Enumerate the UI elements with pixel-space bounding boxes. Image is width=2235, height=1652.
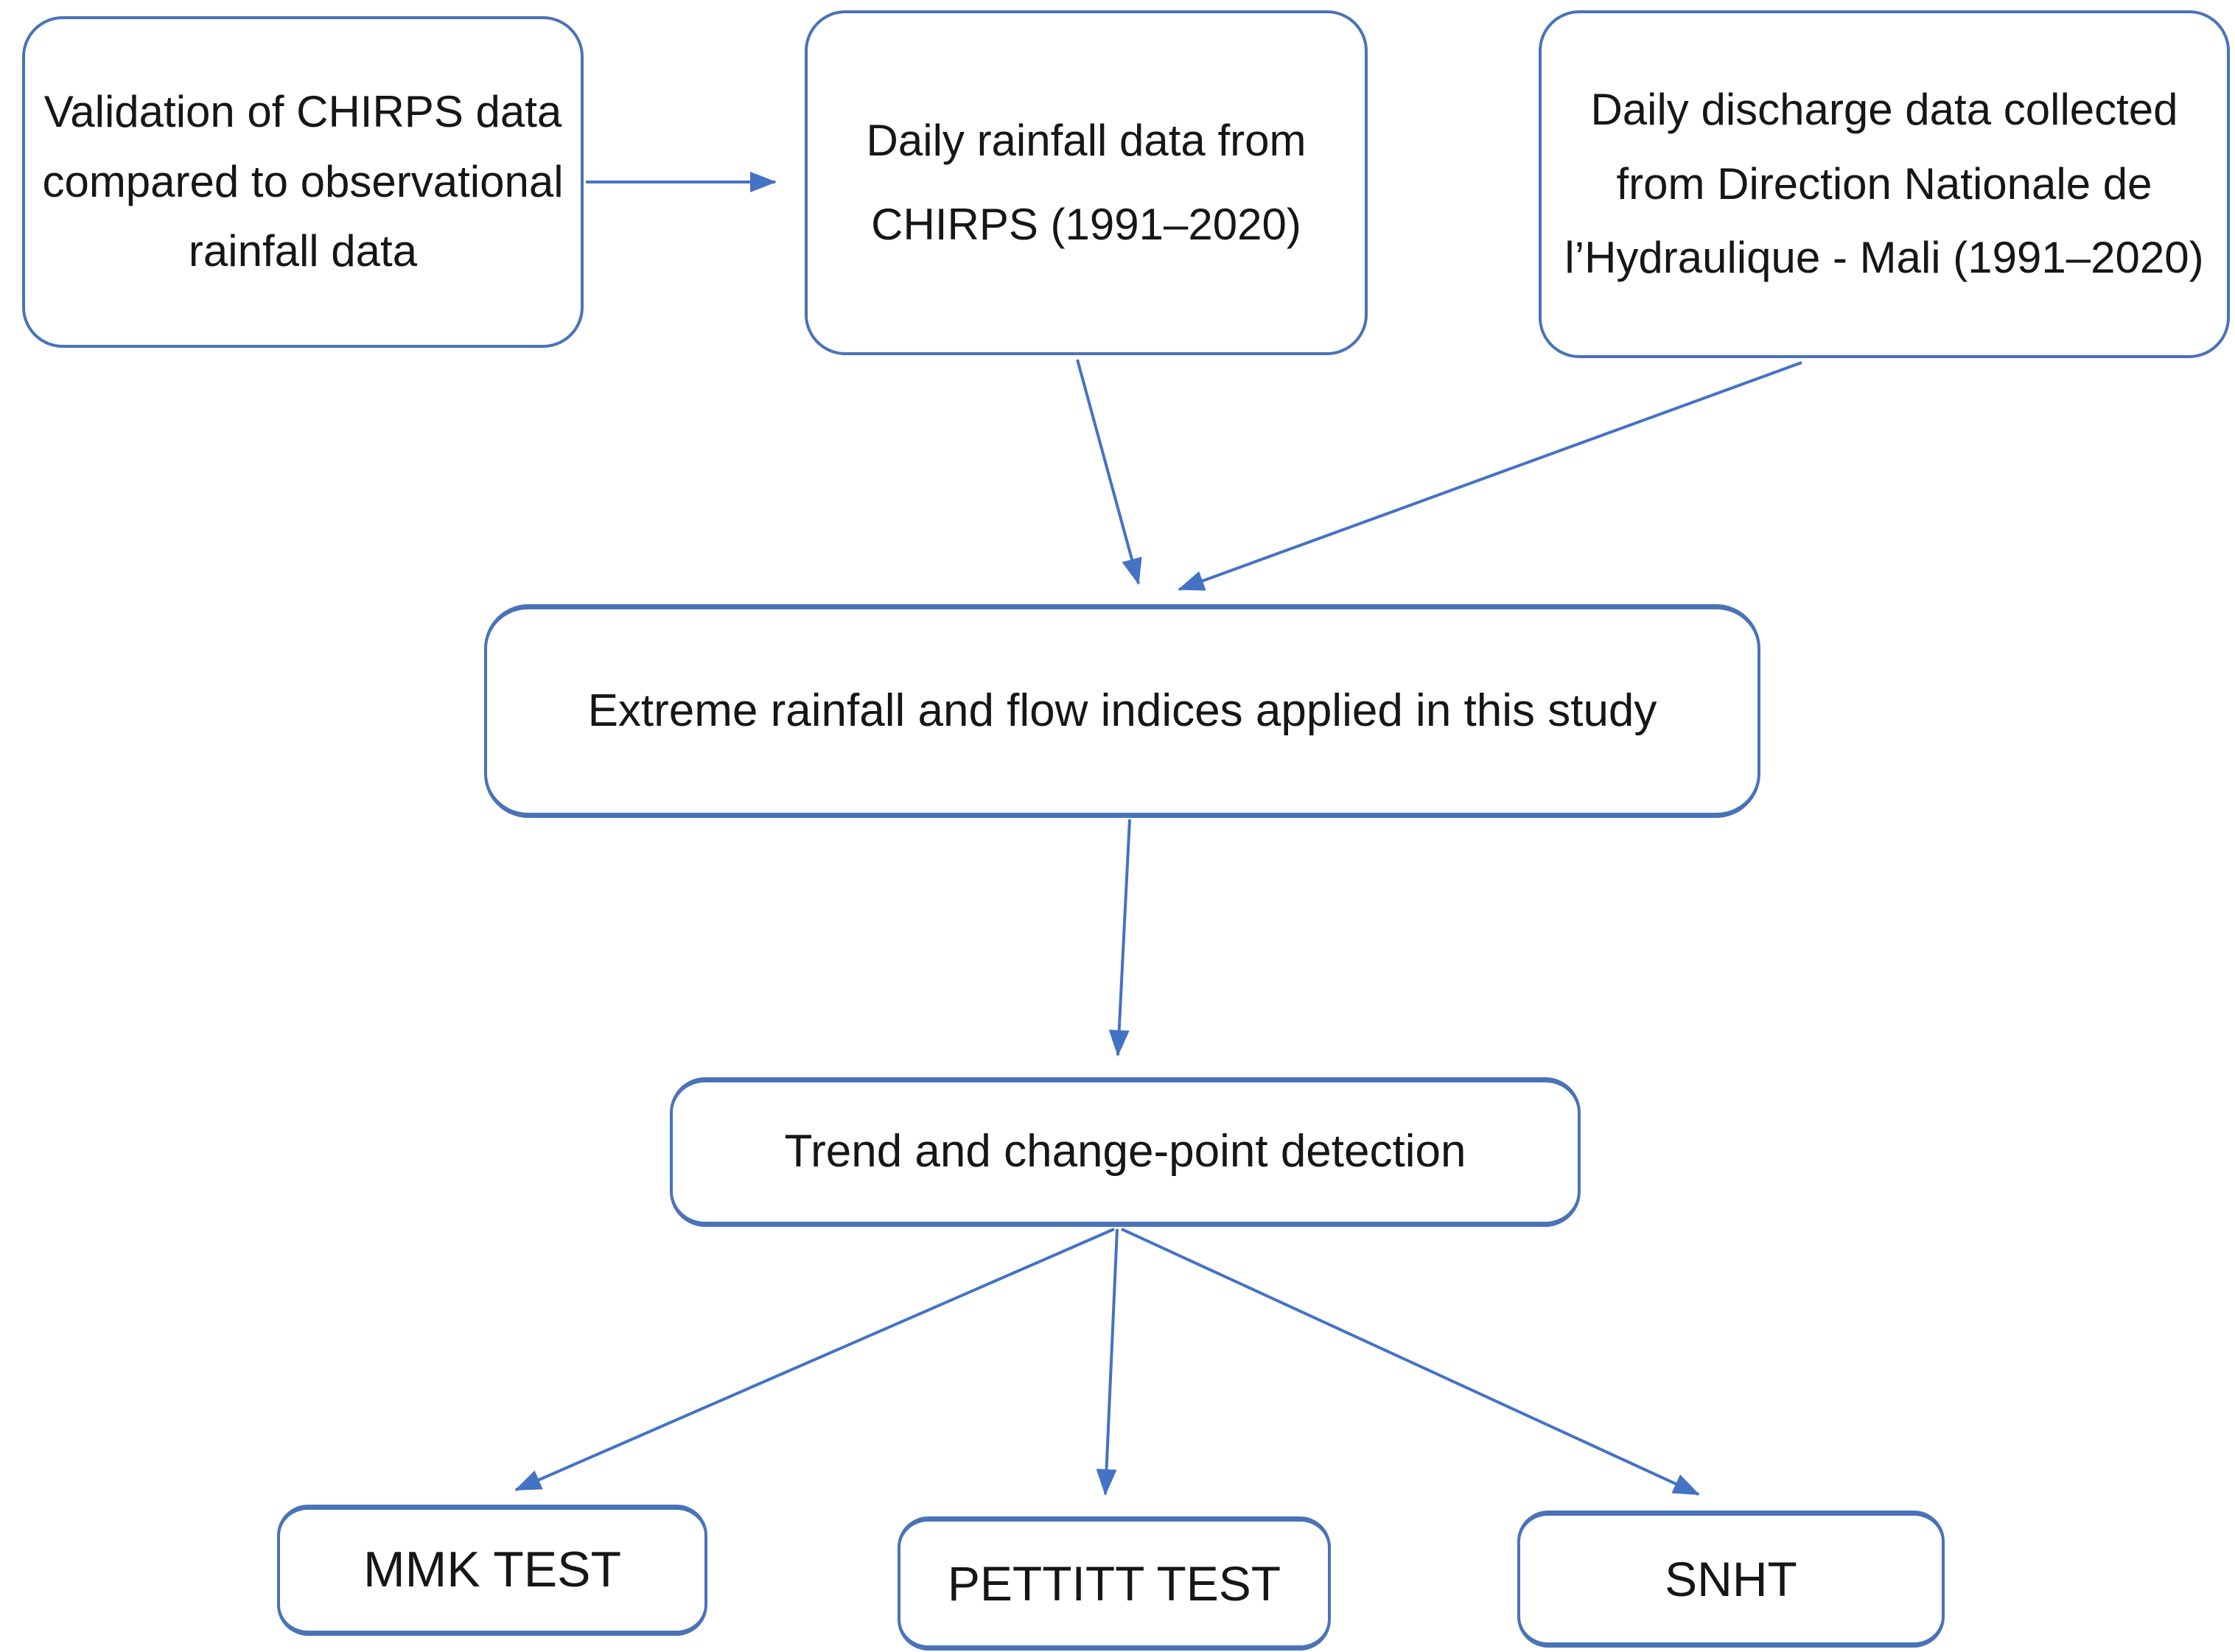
arrow-chirps-to-indices	[1076, 359, 1142, 585]
node-trend-changepoint-label: Trend and change-point detection	[784, 1126, 1466, 1177]
arrow-indices-to-trend	[1108, 819, 1131, 1057]
node-daily-rainfall-chirps: Daily rainfall data from CHIRPS (1991–20…	[805, 10, 1368, 355]
arrow-trend-to-pettitt	[1096, 1228, 1119, 1496]
arrow-trend-to-mmk	[514, 1228, 1115, 1491]
node-snht: SNHT	[1517, 1511, 1945, 1648]
node-extreme-indices-label: Extreme rainfall and flow indices applie…	[587, 685, 1657, 737]
node-mmk-test: MMK TEST	[277, 1505, 707, 1636]
node-trend-changepoint: Trend and change-point detection	[670, 1077, 1581, 1227]
node-mmk-test-label: MMK TEST	[363, 1541, 622, 1598]
arrow-trend-to-snht	[1121, 1228, 1700, 1496]
node-pettitt-test-label: PETTITT TEST	[947, 1555, 1281, 1611]
node-validation-label: Validation of CHIRPS data compared to ob…	[42, 86, 564, 276]
node-snht-label: SNHT	[1665, 1551, 1797, 1606]
node-validation-of-chirps: Validation of CHIRPS data compared to ob…	[22, 16, 584, 348]
arrow-discharge-to-indices	[1178, 361, 1802, 591]
node-pettitt-test: PETTITT TEST	[898, 1516, 1331, 1651]
node-daily-discharge: Daily discharge data collected from Dire…	[1539, 10, 2230, 358]
node-daily-discharge-label: Daily discharge data collected from Dire…	[1564, 84, 2204, 283]
node-extreme-indices: Extreme rainfall and flow indices applie…	[484, 604, 1760, 818]
node-daily-rainfall-label: Daily rainfall data from CHIRPS (1991–20…	[866, 116, 1307, 249]
